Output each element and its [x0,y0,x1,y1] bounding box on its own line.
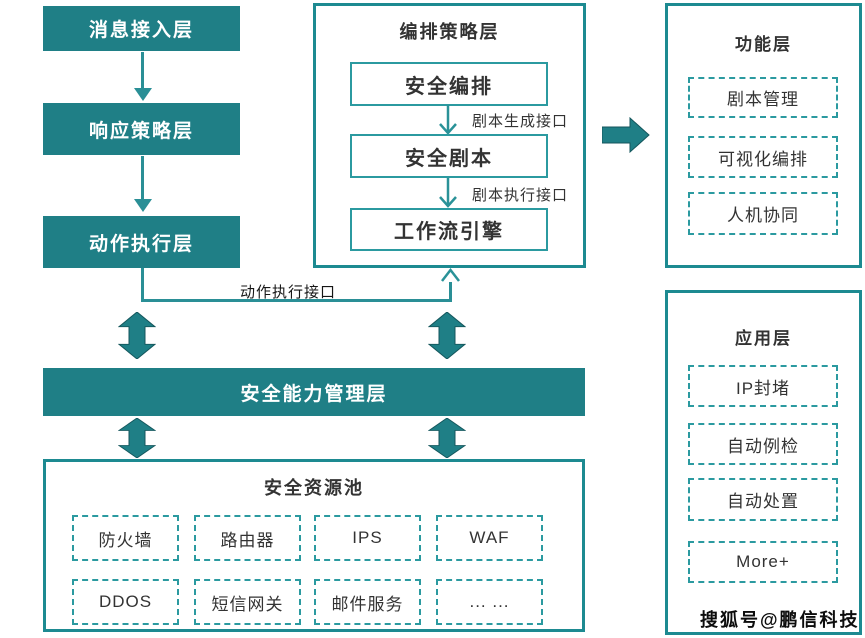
interface-playbook-execute-label: 剧本执行接口 [472,187,569,204]
layer-response-strategy: 响应策略层 [43,103,240,155]
interface-action-execute-label: 动作执行接口 [239,284,336,301]
resource-item-router: 路由器 [194,515,301,561]
application-item-label: More+ [736,552,790,571]
step-security-playbook-label: 安全剧本 [405,147,493,170]
application-layer-title: 应用层 [735,329,792,348]
function-item-playbook-management: 剧本管理 [688,77,838,118]
layer-message-access: 消息接入层 [43,6,240,51]
double-vertical-arrow-icon [118,418,156,458]
layer-action-execution-label: 动作执行层 [88,233,194,255]
step-security-orchestration-label: 安全编排 [405,75,493,98]
layer-message-access-label: 消息接入层 [88,20,194,41]
resource-item-label: IPS [352,528,383,547]
step-workflow-engine-label: 工作流引擎 [394,221,504,243]
down-arrowhead-icon [134,88,152,101]
function-item-label: 可视化编排 [718,149,808,169]
connector-line [141,299,452,302]
resource-item-more: ... ... [436,579,543,625]
resource-item-mail-service: 邮件服务 [314,579,421,625]
step-security-orchestration: 安全编排 [350,62,548,106]
function-item-label: 人机协同 [727,206,799,225]
resource-item-waf: WAF [436,515,543,561]
step-workflow-engine: 工作流引擎 [350,208,548,251]
double-vertical-arrow-icon [428,312,466,359]
application-item-auto-disposal: 自动处置 [688,478,838,521]
double-vertical-arrow-icon [428,418,466,458]
resource-pool-title: 安全资源池 [264,478,364,498]
step-security-playbook: 安全剧本 [350,134,548,178]
connector-line [141,268,144,301]
resource-item-label: 路由器 [220,530,275,550]
down-arrowhead-icon [134,199,152,212]
double-vertical-arrow-icon [118,312,156,359]
resource-item-label: 防火墙 [98,530,153,550]
function-item-human-machine: 人机协同 [688,192,838,235]
orchestration-layer-title: 编排策略层 [399,22,500,42]
function-item-visual-orchestration: 可视化编排 [688,136,838,178]
function-item-label: 剧本管理 [727,90,799,109]
capability-management-label: 安全能力管理层 [240,383,388,405]
resource-item-ips: IPS [314,515,421,561]
watermark-text: 搜狐号@鹏信科技 [700,610,860,630]
resource-item-label: DDOS [98,592,153,611]
resource-item-firewall: 防火墙 [72,515,179,561]
resource-item-label: 邮件服务 [331,594,404,614]
application-item-auto-inspection: 自动例检 [688,423,838,465]
application-item-ip-block: IP封堵 [688,365,838,407]
down-chevron-arrow-icon [439,105,457,135]
function-layer-title: 功能层 [735,35,792,54]
right-block-arrow-icon [602,117,650,153]
layer-response-strategy-label: 响应策略层 [88,120,194,142]
resource-item-sms-gateway: 短信网关 [194,579,301,625]
up-chevron-arrowhead-icon [441,268,460,282]
interface-playbook-generate-label: 剧本生成接口 [472,113,569,130]
application-item-label: 自动处置 [727,492,799,511]
down-arrow-icon [141,52,144,89]
connector-line [449,282,452,302]
capability-management-bar: 安全能力管理层 [43,368,585,416]
application-item-label: 自动例检 [727,436,799,456]
resource-item-label: 短信网关 [211,594,284,614]
resource-item-label: ... ... [469,592,510,611]
resource-item-label: WAF [469,528,510,547]
layer-action-execution: 动作执行层 [43,216,240,268]
application-item-more: More+ [688,541,838,583]
down-chevron-arrow-icon [439,178,457,208]
resource-item-ddos: DDOS [72,579,179,625]
down-arrow-icon [141,156,144,200]
application-item-label: IP封堵 [735,378,791,398]
